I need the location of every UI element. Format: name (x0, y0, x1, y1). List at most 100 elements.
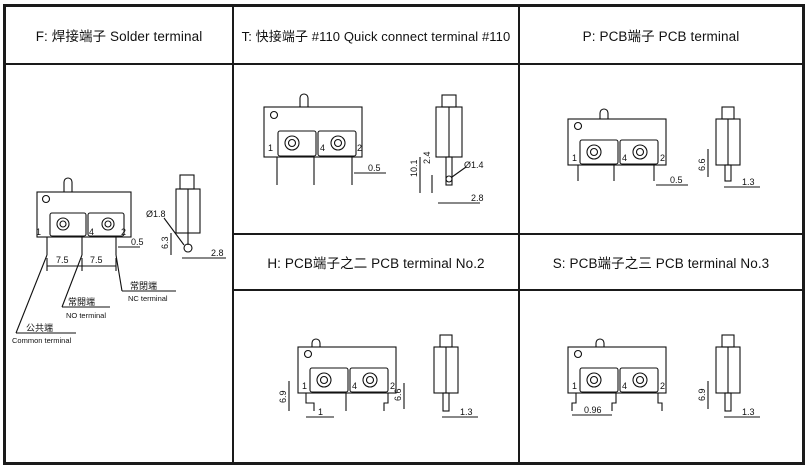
f-dim-leader (163, 217, 185, 246)
s-switch-body (567, 346, 667, 394)
f-leader-com (15, 254, 48, 334)
t-pin-label-2: 2 (357, 143, 362, 153)
f-eyelet-1-inner (59, 220, 67, 228)
f-dim-hole: Ø1.8 (146, 209, 166, 219)
f-eyelet-2-inner (104, 220, 112, 228)
s-pin-label-2: 2 (660, 381, 665, 391)
header-f: F: 焊接端子 Solder terminal (6, 8, 232, 62)
divider-middle (232, 233, 805, 235)
p-mount-hole (573, 121, 583, 131)
f-side-plunger (179, 174, 195, 190)
f-dim-depth: 2.8 (211, 248, 224, 258)
s-pin-no (611, 393, 617, 411)
f-callout-no-en: NO terminal (66, 311, 106, 320)
h-pin-common (305, 393, 315, 411)
f-pin-label-2: 2 (121, 227, 126, 237)
p-side-tab (724, 164, 732, 182)
f-side-hole (183, 243, 193, 253)
f-pin-label-4: 4 (89, 227, 94, 237)
diagram-s: 1 4 2 0.96 6.9 1.3 (567, 334, 760, 418)
p-pin-label-1: 1 (572, 153, 577, 163)
h-eyelet-2 (362, 372, 378, 388)
p-pin-label-4: 4 (622, 153, 627, 163)
f-callout-nc-cn: 常閉端 (130, 280, 157, 291)
f-callout-nc-en: NC terminal (128, 294, 168, 303)
p-eyelet-2 (632, 144, 648, 160)
p-pin-label-2: 2 (660, 153, 665, 163)
p-switch-body (567, 118, 667, 166)
s-eyelet-2-inner (635, 375, 645, 385)
s-dim-depth: 1.3 (742, 407, 755, 417)
s-pin-label-1: 1 (572, 381, 577, 391)
s-pin2-pad (619, 367, 659, 393)
f-callout-com-en: Common terminal (12, 336, 72, 345)
s-pin-label-4: 4 (622, 381, 627, 391)
s-pin-common (571, 393, 577, 411)
t-dim-height-hole: 2.4 (422, 151, 432, 164)
t-dim-offset: 0.5 (368, 163, 381, 173)
s-side-tab (724, 392, 732, 412)
header-p: P: PCB端子 PCB terminal (520, 8, 802, 62)
p-pin2-pad (619, 139, 659, 165)
h-dim-depth: 1.3 (460, 407, 473, 417)
f-leader-no (61, 254, 83, 308)
s-side-plunger (721, 334, 735, 348)
f-dim-pitch-a: 7.5 (56, 255, 69, 265)
s-pin-nc (657, 393, 663, 411)
s-eyelet-1-inner (589, 375, 599, 385)
h-dim-height-left: 6.9 (278, 390, 288, 403)
f-actuator (63, 177, 73, 193)
s-actuator (595, 338, 605, 348)
t-side-tab (445, 156, 453, 186)
h-pin-label-4: 4 (352, 381, 357, 391)
header-s: S: PCB端子之三 PCB terminal No.3 (520, 235, 802, 289)
t-pin1-pad (277, 130, 317, 157)
h-pin-label-1: 1 (302, 381, 307, 391)
h-side-plunger (439, 334, 453, 348)
s-dim-height: 6.9 (697, 388, 707, 401)
t-pin-label-4: 4 (320, 143, 325, 153)
t-side-hole (445, 175, 453, 183)
h-pin1-pad (309, 367, 349, 393)
h-dim-offset: 1 (318, 407, 323, 417)
p-eyelet-1 (586, 144, 602, 160)
h-eyelet-2-inner (365, 375, 375, 385)
t-eyelet-1-inner (287, 138, 297, 148)
f-callout-no-cn: 常開端 (68, 296, 95, 307)
h-switch-body (297, 346, 397, 394)
f-mount-hole (41, 194, 51, 204)
header-h-text: H: PCB端子之二 PCB terminal No.2 (267, 256, 485, 271)
f-switch-body (36, 191, 132, 238)
p-dim-offset: 0.5 (670, 175, 683, 185)
f-callout-com-cn: 公共端 (26, 322, 53, 333)
s-pin1-pad (579, 367, 619, 393)
t-dim-hole: Ø1.4 (464, 160, 484, 170)
header-p-text: P: PCB端子 PCB terminal (582, 29, 740, 44)
p-pin1-pad (579, 139, 619, 165)
t-dim-depth: 2.8 (471, 193, 484, 203)
f-pin-label-1: 1 (36, 227, 41, 237)
s-dim-pitch: 0.96 (584, 405, 602, 415)
s-eyelet-2 (632, 372, 648, 388)
diagram-t: 1 4 2 0.5 10.1 2.4 Ø1.4 2.8 (263, 93, 484, 204)
h-mount-hole (303, 349, 313, 359)
p-eyelet-2-inner (635, 147, 645, 157)
t-eyelet-2 (330, 135, 346, 151)
h-side-tab (442, 392, 450, 412)
f-leader-nc (115, 254, 123, 292)
f-dim-pitch-b: 7.5 (90, 255, 103, 265)
h-eyelet-1 (316, 372, 332, 388)
s-mount-hole (573, 349, 583, 359)
header-t-text: T: 快接端子 #110 Quick connect terminal #110 (241, 28, 511, 44)
t-pin2-pad (317, 130, 357, 157)
h-pin2-pad (349, 367, 389, 393)
f-eyelet-1 (56, 217, 70, 231)
p-eyelet-1-inner (589, 147, 599, 157)
f-dim-offset: 0.5 (131, 237, 144, 247)
f-pin2-pad (87, 212, 125, 237)
t-actuator (299, 93, 309, 108)
header-f-text: F: 焊接端子 Solder terminal (35, 29, 203, 44)
s-eyelet-1 (586, 372, 602, 388)
header-h: H: PCB端子之二 PCB terminal No.2 (234, 235, 518, 289)
